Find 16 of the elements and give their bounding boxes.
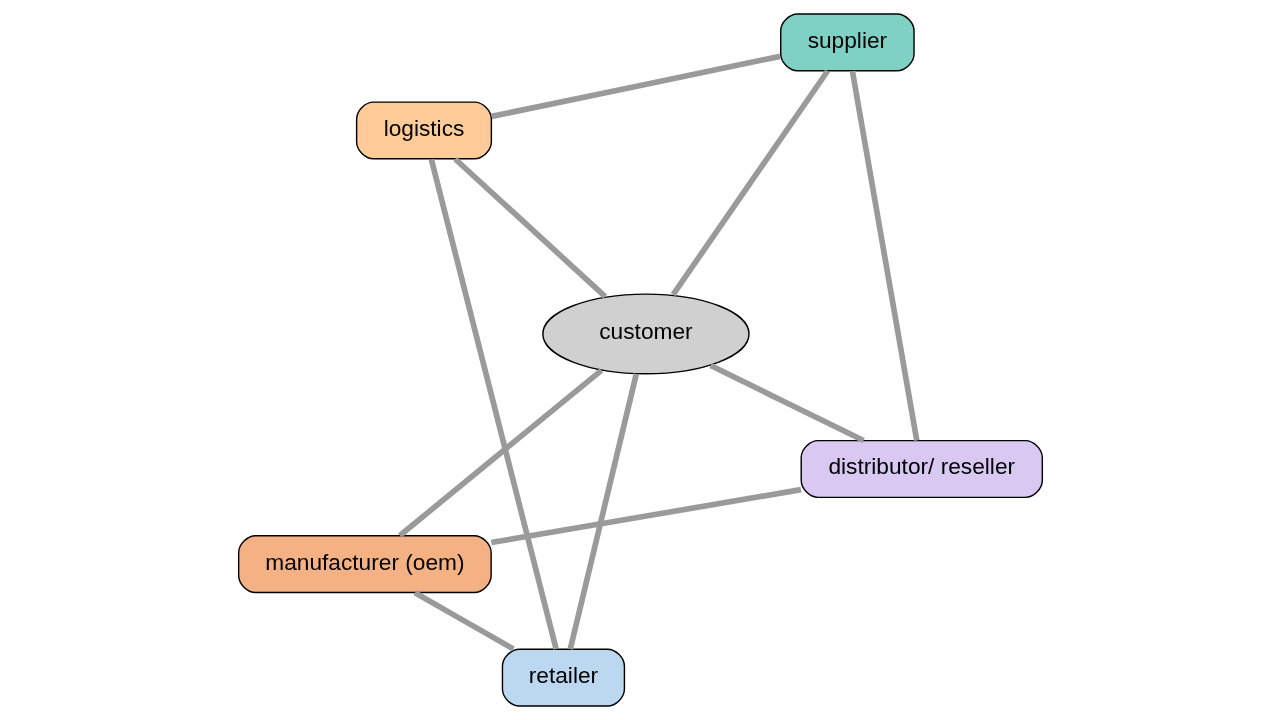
node-box: logistics <box>355 101 492 160</box>
connector <box>849 70 920 441</box>
connector <box>397 368 603 538</box>
node-ellipse: customer <box>541 293 750 375</box>
node-box: retailer <box>501 648 625 707</box>
connector <box>670 69 830 297</box>
node-box: supplier <box>779 13 915 72</box>
connector <box>452 156 607 299</box>
connector <box>708 363 865 444</box>
connector <box>567 373 639 650</box>
connector <box>490 486 801 546</box>
node-box: manufacturer (oem) <box>237 535 492 594</box>
node-box: distributor/ reseller <box>800 439 1043 499</box>
connector <box>490 53 781 120</box>
connector <box>413 590 515 652</box>
connector <box>428 158 559 650</box>
